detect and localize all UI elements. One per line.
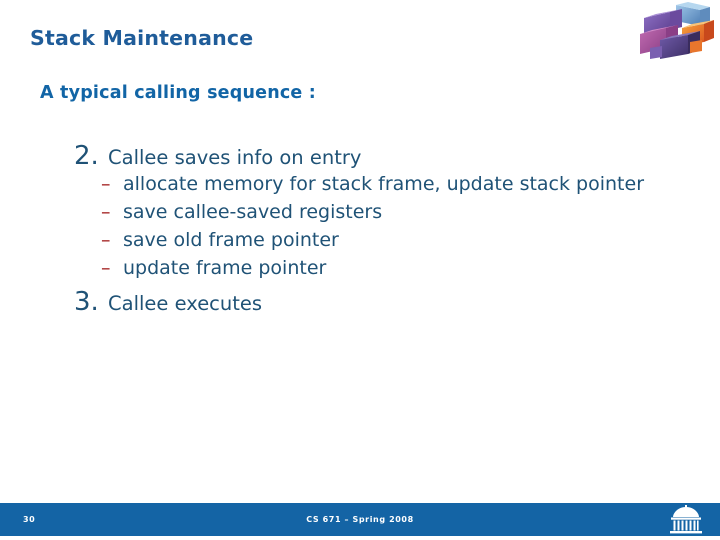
page-title: Stack Maintenance <box>30 26 254 50</box>
sub-list-item-label: save old frame pointer <box>123 228 339 251</box>
sub-list-item: – save callee-saved registers <box>74 199 674 226</box>
list-item-number: 3. <box>74 286 99 317</box>
list-item-number: 2. <box>74 141 99 171</box>
list-item: 2. Callee saves info on entry <box>74 143 674 169</box>
sub-list-item: – allocate memory for stack frame, updat… <box>74 171 674 198</box>
list-item-label: Callee executes <box>108 291 263 315</box>
dash-bullet-icon: – <box>101 228 111 251</box>
sub-list-item: – save old frame pointer <box>74 227 674 254</box>
sub-list: – allocate memory for stack frame, updat… <box>74 171 674 282</box>
dash-bullet-icon: – <box>101 200 111 223</box>
content-list: 2. Callee saves info on entry – allocate… <box>74 143 674 315</box>
sub-list-item: – update frame pointer <box>74 255 674 282</box>
footer-course-label: CS 671 – Spring 2008 <box>306 515 414 524</box>
isometric-blocks-graphic <box>630 2 716 64</box>
list-item-label: Callee saves info on entry <box>108 146 362 169</box>
rotunda-logo <box>666 505 706 535</box>
list-item: 3. Callee executes <box>74 289 674 315</box>
slide-subtitle: A typical calling sequence : <box>40 83 316 103</box>
sub-list-item-label: allocate memory for stack frame, update … <box>123 173 645 195</box>
sub-list-item-label: save callee-saved registers <box>123 200 383 223</box>
dash-bullet-icon: – <box>101 256 111 279</box>
dash-bullet-icon: – <box>101 173 111 195</box>
footer-bar: 30 CS 671 – Spring 2008 <box>0 503 720 536</box>
page-number: 30 <box>23 515 36 524</box>
sub-list-item-label: update frame pointer <box>123 256 327 279</box>
